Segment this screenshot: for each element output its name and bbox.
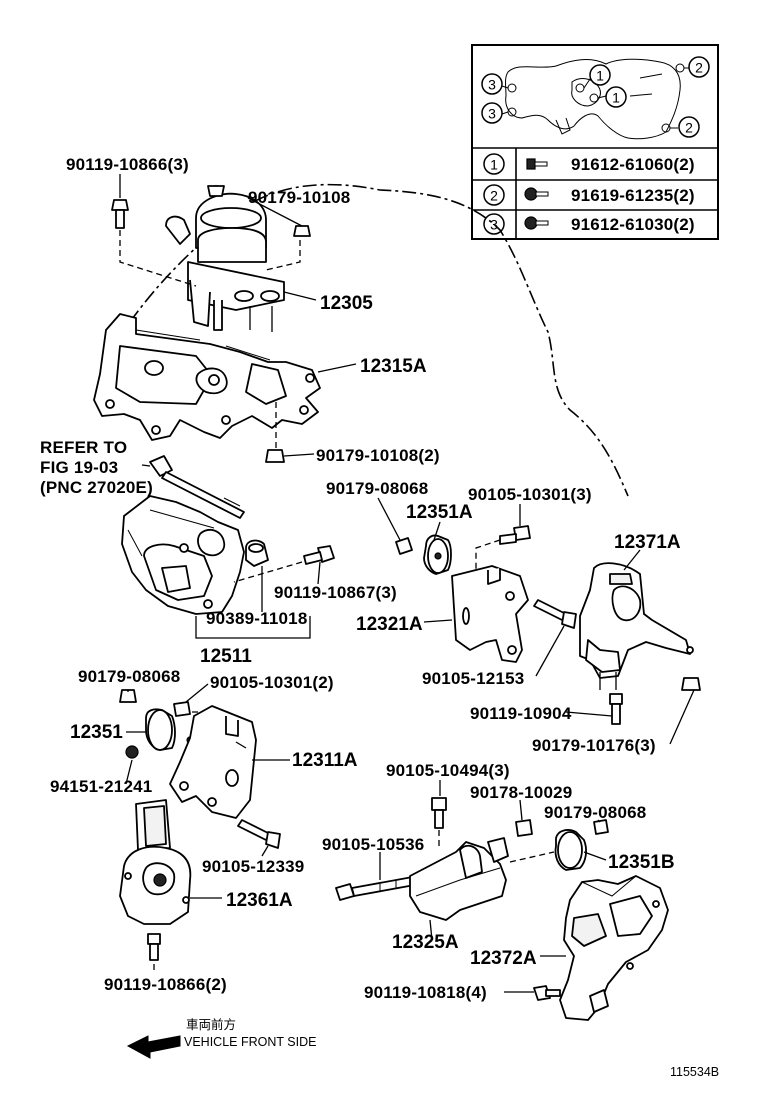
label-12371A: 12371A — [614, 532, 681, 553]
mount-12371A — [579, 562, 694, 690]
svg-text:91612-61030(2): 91612-61030(2) — [571, 215, 695, 234]
nut-90179-10108 — [265, 225, 311, 271]
svg-text:91619-61235(2): 91619-61235(2) — [571, 186, 695, 205]
label-12511: 12511 — [200, 646, 252, 667]
bolt-90119-10867 — [233, 545, 335, 583]
bolt-90119-10818-4 — [533, 985, 561, 1001]
label-90105-10494-3: 90105-10494(3) — [386, 761, 510, 780]
diagram-id: 115534B — [670, 1065, 719, 1079]
bracket-12321A — [451, 565, 529, 663]
label-90179-08068-c: 90179-08068 — [544, 803, 646, 822]
mount-12372A — [559, 875, 669, 1021]
label-12311A: 12311A — [292, 750, 358, 771]
svg-text:3: 3 — [490, 217, 498, 233]
svg-text:2: 2 — [685, 120, 693, 136]
bolt-90105-10494-3 — [431, 797, 447, 850]
label-12351A: 12351A — [406, 502, 473, 523]
insulator-12351A — [423, 534, 452, 575]
bolt-icon — [526, 158, 548, 170]
upper-mount-12305 — [165, 185, 285, 332]
label-pnc-27020e: (PNC 27020E) — [40, 478, 153, 497]
bracket-12325A — [409, 837, 555, 921]
label-12305: 12305 — [320, 293, 373, 314]
label-90389-11018: 90389-11018 — [206, 609, 307, 628]
label-90179-08068-b: 90179-08068 — [78, 667, 180, 686]
washer-94151-21241 — [125, 745, 139, 759]
svg-text:3: 3 — [488, 106, 496, 122]
long-bolt-ref — [149, 455, 245, 519]
bolt-90119-10904 — [609, 693, 623, 725]
label-90105-10301-2: 90105-10301(2) — [210, 673, 334, 692]
bracket-12511-group-line — [195, 616, 311, 639]
label-12315A: 12315A — [360, 356, 427, 377]
label-90179-10176-3: 90179-10176(3) — [532, 736, 656, 755]
nut-90179-10108-bottom — [265, 400, 285, 463]
svg-text:1: 1 — [490, 157, 498, 173]
inset-marker-3b: 3 — [481, 102, 503, 124]
label-90119-10904: 90119-10904 — [470, 704, 572, 723]
label-90105-12339: 90105-12339 — [202, 857, 304, 876]
bolt-90105-12153 — [533, 599, 577, 629]
label-90105-10301-3: 90105-10301(3) — [468, 485, 592, 504]
legend-row-1: 1 91612-61060(2) — [483, 153, 695, 175]
inset-legend: 1 1 2 2 3 3 1 9161 — [471, 44, 719, 240]
label-90179-10108: 90179-10108 — [248, 188, 350, 207]
label-12372A: 12372A — [470, 948, 537, 969]
inset-marker-1b: 1 — [605, 86, 627, 108]
bolt-washer-icon — [524, 187, 549, 201]
vehicle-front-direction: 車両前方 VEHICLE FRONT SIDE — [126, 1017, 316, 1059]
label-90119-10866-2: 90119-10866(2) — [104, 975, 227, 994]
label-12351B: 12351B — [608, 852, 675, 873]
nut-90178-10029 — [515, 819, 533, 837]
label-90179-08068-a: 90179-08068 — [326, 479, 428, 498]
bracket-12311A — [169, 705, 257, 819]
bolt-90105-10301-3 — [475, 525, 531, 572]
label-94151-21241: 94151-21241 — [50, 777, 152, 796]
svg-text:91612-61060(2): 91612-61060(2) — [571, 155, 695, 174]
insulator-12351B — [554, 829, 587, 871]
direction-english: VEHICLE FRONT SIDE — [184, 1035, 316, 1049]
label-90105-12153: 90105-12153 — [422, 669, 524, 688]
label-refer-to: REFER TO — [40, 438, 127, 457]
label-fig-19-03: FIG 19-03 — [40, 458, 118, 477]
inset-marker-1a: 1 — [589, 64, 611, 86]
mount-12361A — [119, 799, 192, 925]
nut-90179-10176-3 — [681, 677, 701, 691]
inset-marker-2a: 2 — [688, 56, 710, 78]
label-90178-10029: 90178-10029 — [470, 783, 572, 802]
inset-engine-sketch — [501, 58, 690, 140]
inset-marker-2b: 2 — [678, 116, 700, 138]
part-labels: 90119-10866(3) 90179-10108 12305 12315A … — [40, 155, 681, 1002]
bolt-90105-12339 — [237, 819, 281, 849]
label-90179-10108-2: 90179-10108(2) — [316, 446, 440, 465]
arrow-left-icon — [126, 1035, 181, 1059]
bolt-90119-10866-top — [111, 199, 197, 287]
inset-marker-3a: 3 — [481, 73, 503, 95]
svg-text:1: 1 — [612, 90, 620, 106]
label-90119-10867-3: 90119-10867(3) — [274, 583, 397, 602]
svg-text:1: 1 — [596, 68, 604, 84]
label-12351: 12351 — [70, 722, 123, 743]
bracket-12315A — [93, 313, 321, 441]
bolt-90119-10866-bottom — [147, 933, 161, 961]
svg-text:2: 2 — [695, 60, 703, 76]
label-12325A: 12325A — [392, 932, 459, 953]
label-90105-10536: 90105-10536 — [322, 835, 424, 854]
collar-90389-11018 — [245, 539, 269, 567]
label-90119-10866-3: 90119-10866(3) — [66, 155, 189, 174]
bracket-12511 — [121, 495, 245, 615]
direction-japanese: 車両前方 — [186, 1017, 236, 1032]
svg-text:2: 2 — [490, 188, 498, 204]
legend-row-2: 2 91619-61235(2) — [483, 184, 695, 206]
svg-text:3: 3 — [488, 77, 496, 93]
nut-90179-08068-a — [395, 537, 413, 555]
label-12321A: 12321A — [356, 614, 423, 635]
label-90119-10818-4: 90119-10818(4) — [364, 983, 487, 1002]
bolt-washer-icon — [524, 216, 549, 230]
leader-lines — [119, 174, 695, 993]
label-12361A: 12361A — [226, 890, 293, 911]
nut-90179-08068-b — [119, 689, 137, 703]
nut-90179-08068-c — [593, 819, 609, 835]
